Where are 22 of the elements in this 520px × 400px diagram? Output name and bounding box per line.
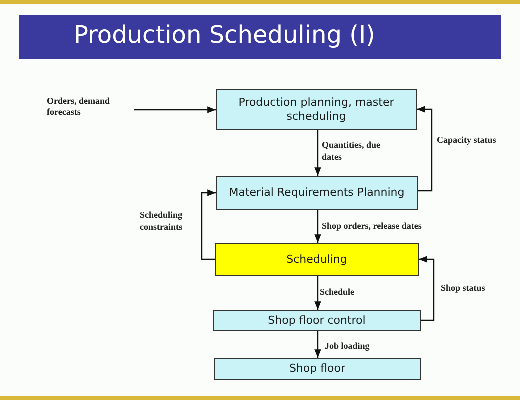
- arrow: [314, 331, 322, 358]
- edge-label: Job loading: [325, 340, 370, 352]
- arrow: [314, 210, 322, 243]
- arrow: [417, 106, 433, 192]
- edge-label: Capacity status: [437, 134, 496, 146]
- arrow: [314, 276, 322, 310]
- title-banner: Production Scheduling (I): [19, 15, 501, 59]
- process-box: Production planning, master scheduling: [216, 89, 417, 130]
- edge-label: Shop status: [441, 282, 486, 294]
- arrow: [134, 106, 216, 114]
- process-box: Scheduling: [215, 243, 419, 276]
- edge-label: Quantities, due dates: [322, 139, 382, 164]
- edge-label: Scheduling constraints: [140, 209, 184, 234]
- edge-label: Shop orders, release dates: [322, 220, 422, 232]
- process-box: Material Requirements Planning: [216, 176, 418, 210]
- process-box: Shop floor: [214, 358, 421, 380]
- arrow: [314, 130, 322, 176]
- arrow: [201, 190, 216, 260]
- arrow: [419, 256, 435, 322]
- process-box: Shop floor control: [213, 310, 421, 331]
- input-label: Orders, demand forecasts: [47, 95, 137, 119]
- edge-label: Schedule: [320, 286, 355, 298]
